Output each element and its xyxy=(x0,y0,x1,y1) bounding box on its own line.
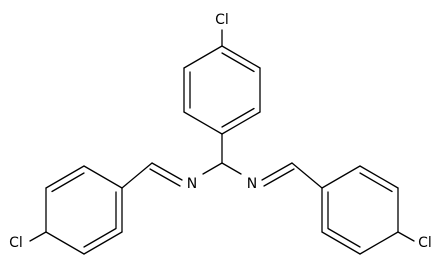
right-chlorophenyl-ring xyxy=(321,165,415,255)
bond xyxy=(359,172,393,193)
bond xyxy=(151,162,183,181)
bond xyxy=(221,162,242,175)
chlorine-label-left: Cl xyxy=(9,235,23,251)
chlorine-label-right: Cl xyxy=(418,235,432,251)
bond xyxy=(149,168,181,187)
nitrogen-label-left: N xyxy=(187,176,197,192)
bond xyxy=(45,165,85,189)
bond xyxy=(359,231,399,255)
nitrogen-label-right: N xyxy=(247,176,257,192)
bond xyxy=(321,165,361,189)
bond xyxy=(83,227,117,248)
bond xyxy=(51,172,85,193)
bond xyxy=(221,52,255,73)
bond xyxy=(261,162,293,181)
bond xyxy=(121,162,153,189)
bond xyxy=(397,231,415,242)
bond xyxy=(321,231,361,255)
bond xyxy=(83,165,123,189)
bond xyxy=(221,107,255,128)
left-chlorophenyl-ring xyxy=(29,165,123,255)
bond xyxy=(83,231,123,255)
bond xyxy=(221,111,261,135)
bond xyxy=(183,111,223,135)
bond xyxy=(45,231,85,255)
bond xyxy=(263,168,295,187)
bond xyxy=(29,231,47,242)
top-chlorophenyl-ring xyxy=(183,29,261,135)
bond xyxy=(327,227,361,248)
bond xyxy=(291,162,323,189)
bond xyxy=(221,45,261,69)
bond xyxy=(202,162,223,175)
chlorine-label-top: Cl xyxy=(215,12,229,28)
bond xyxy=(183,45,223,69)
bond xyxy=(359,165,399,189)
